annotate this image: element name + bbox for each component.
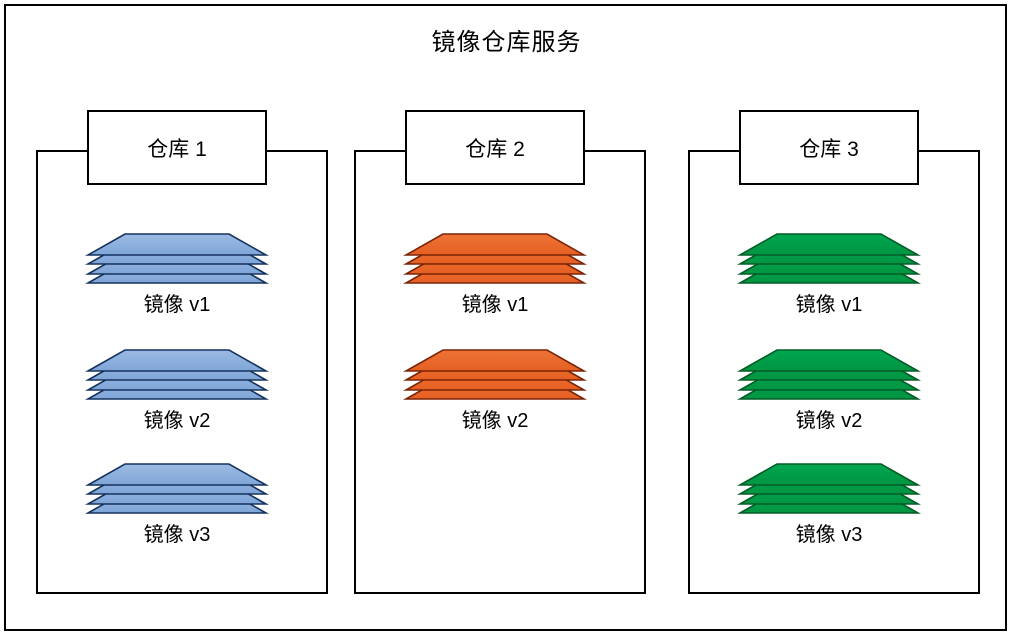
image-label: 镜像 v2 [461, 410, 529, 432]
image-stack-item[interactable]: 镜像 v2 [736, 348, 922, 454]
image-label: 镜像 v1 [795, 294, 863, 316]
image-layer [84, 348, 270, 372]
image-stack-item[interactable]: 镜像 v3 [736, 462, 922, 568]
image-stack-item[interactable]: 镜像 v2 [402, 348, 588, 454]
repository-column-2[interactable]: 仓库 2 镜像 v1 镜像 v2 [354, 110, 646, 595]
repository-header[interactable]: 仓库 1 [87, 110, 267, 185]
repository-header-label: 仓库 3 [799, 137, 859, 161]
image-stack-item[interactable]: 镜像 v3 [84, 462, 270, 568]
image-layer [84, 462, 270, 486]
image-label: 镜像 v1 [461, 294, 529, 316]
repository-column-3[interactable]: 仓库 3 镜像 v1 镜像 v2 镜像 v3 [688, 110, 980, 595]
image-label: 镜像 v2 [143, 410, 211, 432]
image-layer-stack [736, 462, 922, 514]
repository-header[interactable]: 仓库 2 [405, 110, 585, 185]
image-layer [736, 348, 922, 372]
image-stack-item[interactable]: 镜像 v1 [736, 232, 922, 338]
image-layer [736, 232, 922, 256]
image-stack-item[interactable]: 镜像 v1 [84, 232, 270, 338]
image-layer-stack [402, 348, 588, 400]
image-layer-stack [84, 348, 270, 400]
repository-header-label: 仓库 2 [465, 137, 525, 161]
image-layer-stack [736, 232, 922, 284]
image-layer [736, 462, 922, 486]
image-label: 镜像 v3 [143, 524, 211, 546]
image-layer-stack [84, 462, 270, 514]
image-label: 镜像 v3 [795, 524, 863, 546]
image-layer-stack [402, 232, 588, 284]
image-label: 镜像 v2 [795, 410, 863, 432]
image-layer [84, 232, 270, 256]
page-title: 镜像仓库服务 [431, 29, 582, 56]
image-stack-item[interactable]: 镜像 v2 [84, 348, 270, 454]
image-layer-stack [84, 232, 270, 284]
image-layer [402, 232, 588, 256]
image-layer-stack [736, 348, 922, 400]
repository-column-1[interactable]: 仓库 1 镜像 v1 镜像 v2 镜像 v3 [36, 110, 328, 595]
image-stack-item[interactable]: 镜像 v1 [402, 232, 588, 338]
repository-header[interactable]: 仓库 3 [739, 110, 919, 185]
image-layer [402, 348, 588, 372]
image-label: 镜像 v1 [143, 294, 211, 316]
repository-header-label: 仓库 1 [147, 137, 207, 161]
